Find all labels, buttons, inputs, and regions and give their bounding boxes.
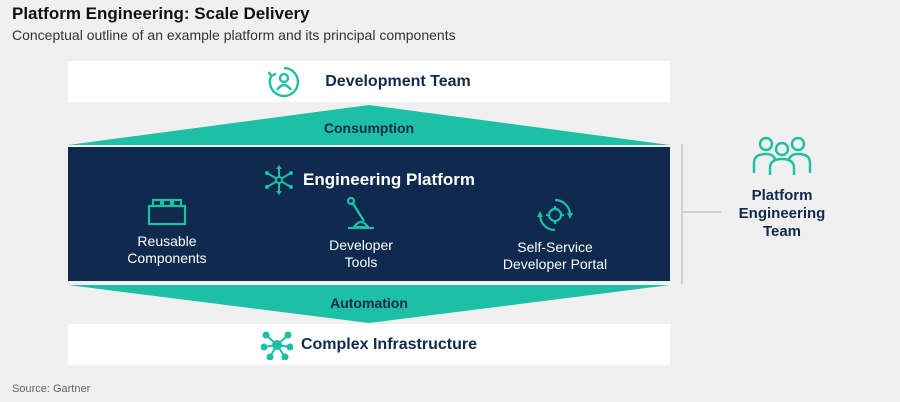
self-service-portal-label: Self-Service Developer Portal [502, 239, 608, 272]
consumption-band: Consumption [68, 105, 670, 145]
automation-label: Automation [330, 295, 408, 311]
self-service-portal-item: Self-Service Developer Portal [470, 197, 640, 273]
development-team-label: Development Team [325, 72, 471, 90]
automation-band: Automation [68, 285, 670, 323]
arrows-network-icon [265, 165, 294, 195]
development-team-box: Development Team [68, 61, 670, 102]
developer-tools-label: Developer Tools [329, 237, 393, 270]
developer-tools-item: Developer Tools [276, 197, 446, 271]
engineering-platform-label: Engineering Platform [303, 170, 475, 189]
user-cycle-icon [267, 66, 300, 97]
network-hub-icon [260, 331, 293, 360]
page-title: Platform Engineering: Scale Delivery [12, 4, 310, 23]
team-bracket-connector [683, 211, 721, 213]
platform-engineering-team: Platform Engineering Team [722, 133, 842, 241]
lego-brick-icon [147, 198, 187, 226]
team-bracket-vertical [681, 144, 683, 284]
source-note: Source: Gartner [12, 383, 91, 395]
lever-tool-icon [346, 197, 374, 230]
reusable-components-item: Reusable Components [82, 197, 252, 267]
engineering-platform-header: Engineering Platform [68, 164, 670, 196]
reusable-components-label: Reusable Components [127, 233, 207, 266]
consumption-label: Consumption [323, 120, 415, 136]
complex-infrastructure-label: Complex Infrastructure [300, 335, 478, 353]
engineering-platform-box: Engineering Platform Reusable Components… [68, 147, 670, 281]
complex-infrastructure-box: Complex Infrastructure [68, 324, 670, 365]
page-subtitle: Conceptual outline of an example platfor… [12, 27, 456, 43]
gear-cycle-icon [537, 198, 573, 232]
team-people-icon [752, 136, 812, 175]
platform-engineering-team-label: Platform Engineering Team [738, 187, 826, 240]
